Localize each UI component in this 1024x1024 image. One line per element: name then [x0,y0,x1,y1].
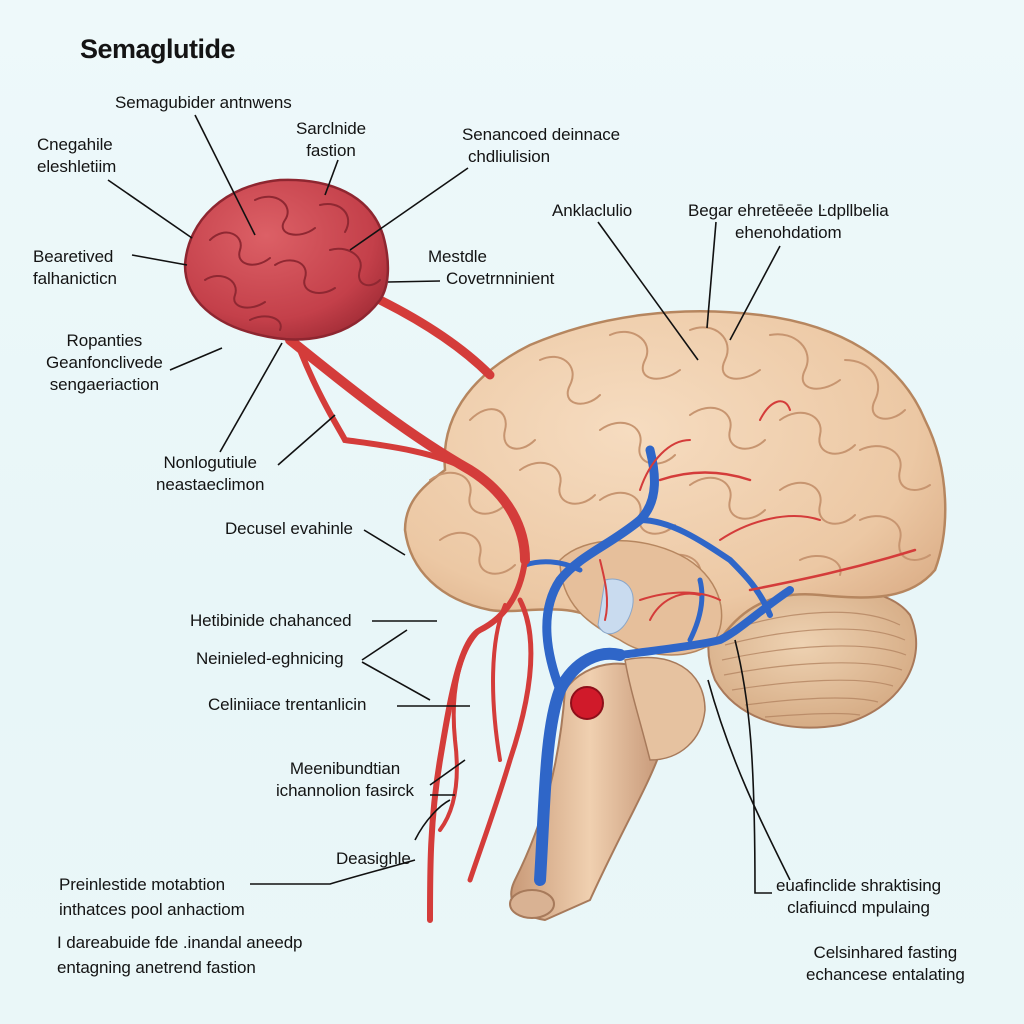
label-line: euafinclide shraktising [776,876,941,895]
small-brain [183,178,390,341]
label-ropanties: Ropanties Geanfonclivede sengaeriaction [46,330,163,396]
label-hetibinide-chahanced: Hetibinide chahanced [190,611,352,630]
label-decusel-evahinle: Decusel evahinle [225,519,353,538]
label-deasighle: Deasighle [336,849,411,868]
label-line: Senancoed deinnace [462,125,620,144]
label-line: sengaeriaction [49,375,159,394]
label-line: neastaeclimon [156,475,265,494]
label-line: falhanicticn [33,269,117,288]
label-line: Bearetived [33,247,114,266]
label-line: fastion [306,141,356,160]
label-line: Ropanties [66,331,143,350]
label-cnegahile: Cnegahile eleshletiim [37,134,116,178]
label-line: I dareabuide fde .inandal aneedp [57,933,303,952]
label-line: Cnegahile [37,135,113,154]
label-semaglutide-antiwens: Semagubider antnwens [115,93,292,112]
label-line: eleshletiim [37,157,117,176]
label-begar-ehenohdation: Begar ehretēeēe Ŀdpllbelia ehenohdatiom [688,200,889,244]
label-line: entagning anetrend fastion [57,958,256,977]
veins [522,445,794,886]
label-line: Nonlogutiule [163,453,257,472]
page-title: Semaglutide [80,34,236,64]
label-line: Covetrnninient [446,269,555,288]
label-line: Mestdle [428,247,487,266]
label-anklacludio: Anklaclulio [552,201,633,220]
label-sarcinide-fastion: Sarclnide fastion [296,118,366,162]
label-bearetived: Bearetived falhanicticn [33,246,117,290]
label-line: Celsinhared fasting [813,943,958,962]
cerebellum [707,587,918,729]
label-mestdle: Mestdle Covetrnninient [428,246,554,290]
large-brain [403,310,947,656]
leader-lines [107,114,791,894]
label-line: Meenibundtian [289,759,401,778]
label-senanced-deinance: Senancoed deinnace chdliulision [462,124,620,168]
label-celiniace: Celiniiace trentanlicin [208,695,367,714]
label-line: ehenohdatiom [735,223,842,242]
label-euafinclide: euafinclide shraktising clafiuincd mpula… [776,875,941,919]
label-meenibundtian: Meenibundtian ichannolion fasirck [276,758,414,802]
label-celsinhared: Celsinhared fasting echancese entalating [806,942,965,986]
label-line: Begar ehretēeēe Ŀdpllbelia [688,201,889,220]
label-line: echancese entalating [806,965,965,984]
label-neinieled: Neinieled-eghnicing [196,649,344,668]
label-daeabuide: I dareabuide fde .inandal aneedp entagni… [57,932,303,979]
label-line: Preinlestide motabtion [59,875,226,894]
arteries [285,295,917,923]
label-line: Geanfonclivede [46,353,163,372]
label-line: Sarclnide [296,119,366,138]
label-line: ichannolion fasirck [276,781,414,800]
label-nonlogutiule: Nonlogutiule neastaeclimon [156,452,264,496]
red-node [570,686,604,720]
brain-stem [509,656,706,922]
label-line: chdliulision [468,147,550,166]
label-line: clafiuincd mpulaing [787,898,930,917]
label-preinlestide: Preinlestide motabtion inthatces pool an… [59,874,245,921]
label-line: inthatces pool anhactiom [59,900,245,919]
